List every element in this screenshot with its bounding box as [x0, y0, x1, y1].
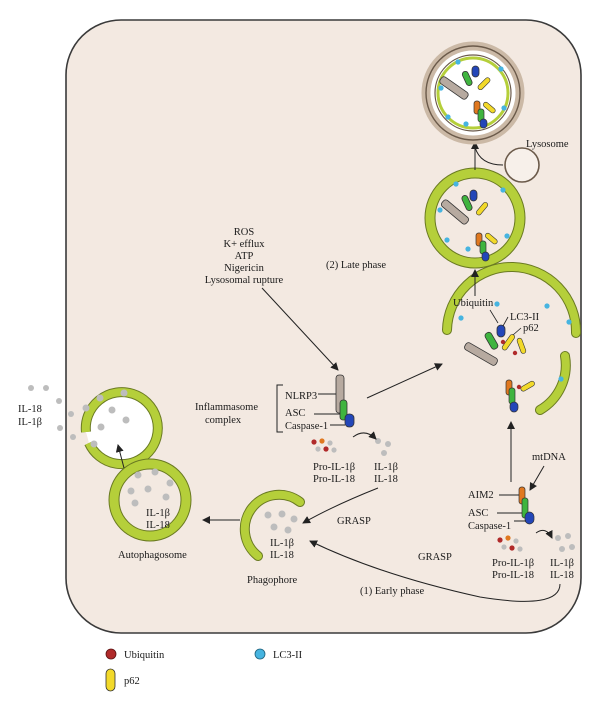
cargo-crescent — [442, 262, 582, 415]
il1b-label-2: IL-1β — [550, 558, 574, 569]
grasp-label-2: GRASP — [418, 552, 452, 563]
late-phase-arrow — [366, 363, 443, 399]
lc3-ii-top-label: LC3-II — [510, 312, 540, 323]
early-phase-arrow — [309, 540, 561, 602]
stimuli-arrow — [261, 287, 339, 371]
phagophore-label: Phagophore — [247, 575, 297, 586]
lysosome — [504, 147, 540, 183]
ros-label: ROS — [234, 227, 255, 238]
p62-top-label: p62 — [523, 323, 539, 334]
closed-autophagosome — [424, 167, 526, 269]
il18-label-1: IL-18 — [374, 474, 398, 485]
p62-legend-swatch — [105, 668, 116, 692]
pro-il1b-label-2: Pro-IL-1β — [492, 558, 534, 569]
ubiquitin-top-label: Ubiquitin — [453, 298, 494, 309]
grasp-label-1: GRASP — [337, 516, 371, 527]
autolysosome — [421, 41, 525, 145]
inflammasome-bracket — [276, 384, 283, 433]
asc-inflam-label: ASC — [285, 408, 305, 419]
phagophore-il18-label: IL-18 — [270, 550, 294, 561]
mature-cytokines-right — [555, 533, 575, 552]
nigericin-label: Nigericin — [224, 263, 264, 274]
il1b-label-1: IL-1β — [374, 462, 398, 473]
lc3-ii-legend-swatch — [254, 648, 266, 660]
phagophore-il1b-label: IL-1β — [270, 538, 294, 549]
ubiquitin-legend-label: Ubiquitin — [124, 650, 165, 661]
nlrp3-label: NLRP3 — [285, 391, 317, 402]
asc-aim2-label: ASC — [468, 508, 488, 519]
phagophore — [239, 489, 305, 561]
k-efflux-label: K+ efflux — [223, 239, 265, 250]
fusion-arrow — [474, 146, 504, 166]
caspase1-aim2-label: Caspase-1 — [468, 521, 511, 532]
aim2-inflammasome — [518, 486, 535, 525]
secreted-il1b-label: IL-1β — [18, 417, 42, 428]
secreted-il18-label: IL-18 — [18, 404, 42, 415]
autophagosome-label: Autophagosome — [118, 550, 187, 561]
atp-label: ATP — [235, 251, 254, 262]
inflammasome-label-line1: Inflammasome — [195, 402, 258, 413]
caspase1-inflam-label: Caspase-1 — [285, 421, 328, 432]
mtdna-label: mtDNA — [532, 452, 566, 463]
pro-il18-label-1: Pro-IL-18 — [313, 474, 355, 485]
aim2-label: AIM2 — [468, 490, 494, 501]
pro-cytokines-right — [497, 535, 523, 552]
pro-il18-label-2: Pro-IL-18 — [492, 570, 534, 581]
lysosome-label: Lysosome — [526, 139, 569, 150]
autophagosome-to-vesicle-arrow — [115, 444, 125, 469]
il18-label-2: IL-18 — [550, 570, 574, 581]
nlrp3-inflammasome — [335, 374, 355, 428]
ubiquitin-legend-swatch — [105, 648, 117, 660]
p62-legend-label: p62 — [124, 676, 140, 687]
center-to-phagophore-arrow — [302, 487, 379, 524]
pro-il1b-label-1: Pro-IL-1β — [313, 462, 355, 473]
pro-cytokines-center — [311, 438, 337, 453]
early-phase-label: (1) Early phase — [360, 586, 424, 597]
secreting-vesicle — [28, 385, 163, 470]
mtdna-arrow — [529, 465, 545, 491]
lc3-ii-legend-label: LC3-II — [273, 650, 303, 661]
autophagosome-il1b-label: IL-1β — [146, 508, 170, 519]
autophagosome-il18-label: IL-18 — [146, 520, 170, 531]
late-phase-label: (2) Late phase — [326, 260, 386, 271]
autophagosome — [108, 458, 192, 542]
legend: Ubiquitin LC3-II p62 — [105, 648, 303, 692]
inflammasome-label-line2: complex — [205, 415, 242, 426]
lysosomal-rupture-label: Lysosomal rupture — [205, 275, 284, 286]
